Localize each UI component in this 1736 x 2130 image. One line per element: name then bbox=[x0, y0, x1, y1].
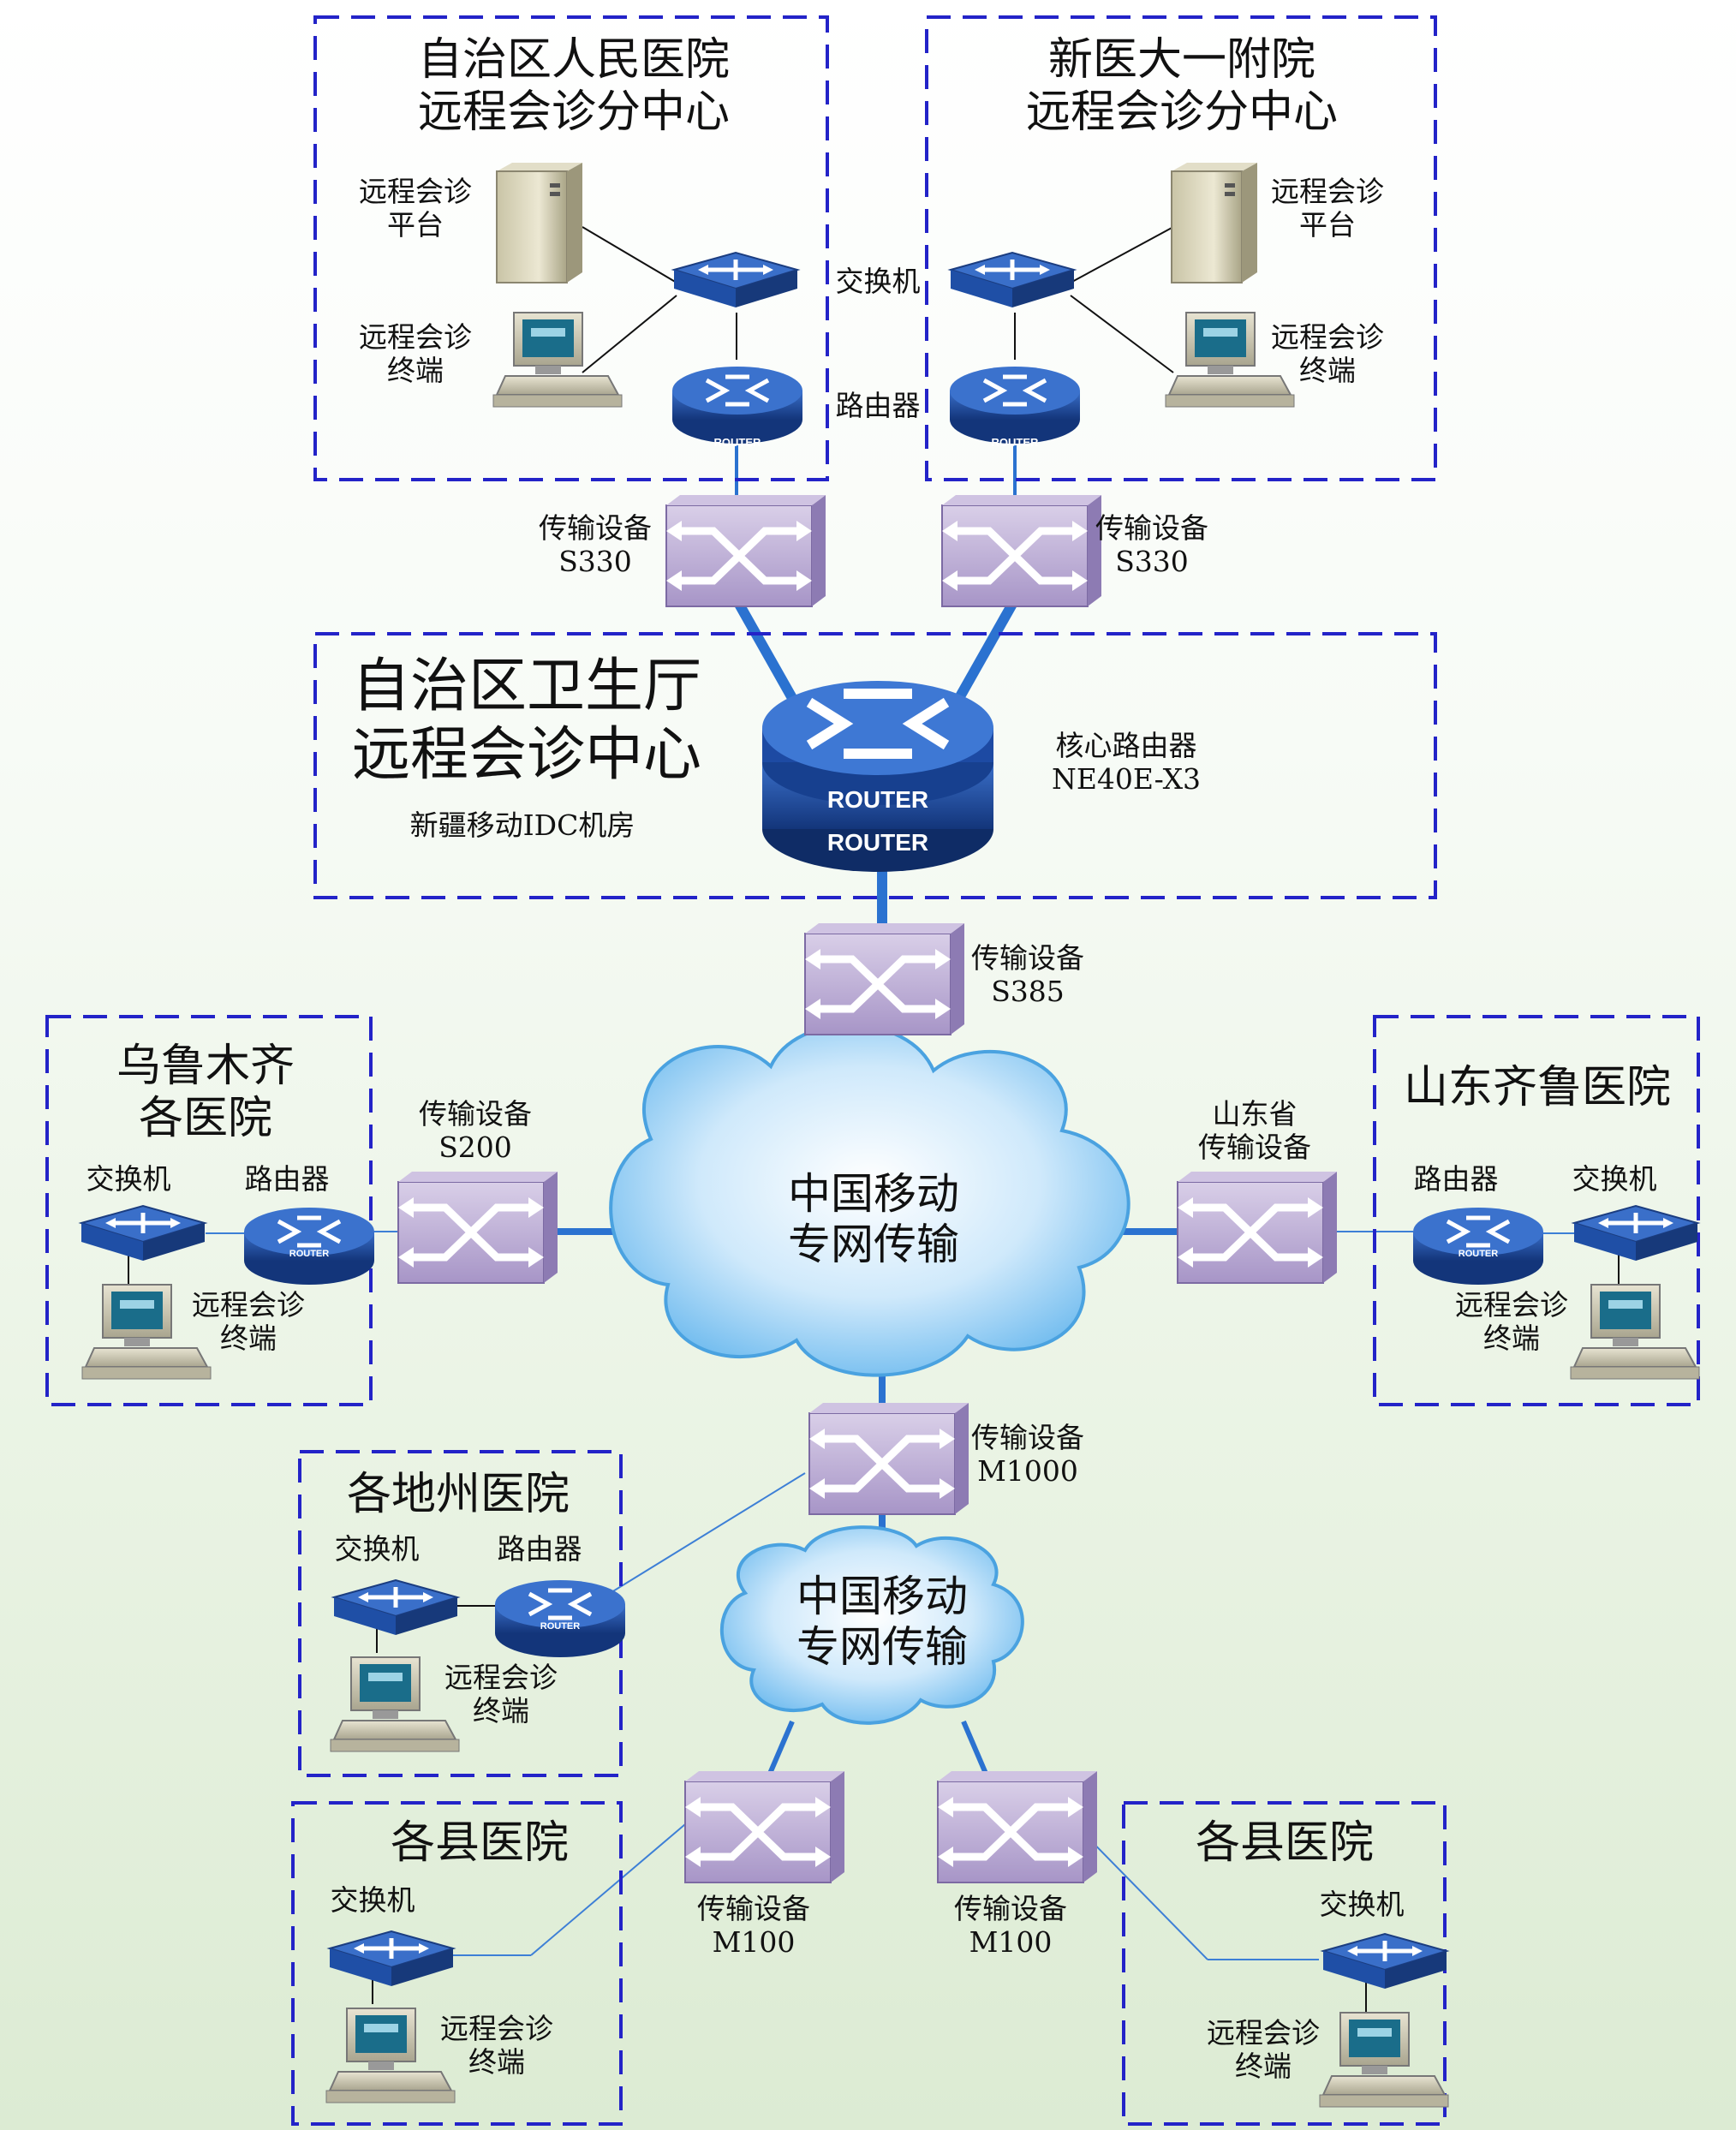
transport-icon bbox=[666, 495, 826, 606]
hub-location: 新疆移动IDC机房 bbox=[409, 808, 635, 842]
core-router-label-1: ROUTER bbox=[827, 786, 928, 813]
box-county-left bbox=[291, 1801, 623, 2126]
transport-icon bbox=[685, 1771, 844, 1882]
county-left-switch-label: 交换机 bbox=[330, 1883, 415, 1917]
transport-icon bbox=[809, 1403, 969, 1514]
prefecture-router-label: 路由器 bbox=[497, 1532, 582, 1566]
cloud-lower bbox=[719, 1525, 1024, 1725]
switch-icon bbox=[81, 1206, 205, 1261]
county-right-title: 各县医院 bbox=[1195, 1817, 1374, 1869]
urumqi-transport-label: 传输设备 S200 bbox=[419, 1097, 532, 1164]
box-hub bbox=[313, 632, 1437, 899]
router-icon bbox=[1413, 1208, 1543, 1285]
shandong-router-label: 路由器 bbox=[1413, 1162, 1499, 1196]
box-center-a bbox=[313, 15, 829, 481]
county-right-transport-label: 传输设备 M100 bbox=[954, 1892, 1067, 1959]
box-center-b bbox=[925, 15, 1437, 481]
router-label: ROUTER bbox=[540, 1621, 581, 1632]
shandong-transport-label: 山东省 传输设备 bbox=[1198, 1097, 1311, 1164]
urumqi-terminal-label: 远程会诊 终端 bbox=[192, 1288, 305, 1355]
router-label: ROUTER bbox=[289, 1249, 330, 1259]
router-icon bbox=[495, 1580, 625, 1657]
switch-icon bbox=[1323, 1934, 1447, 1989]
county-left-title: 各县医院 bbox=[390, 1817, 569, 1869]
center-a-terminal-label: 远程会诊 终端 bbox=[359, 320, 472, 387]
transport-icon bbox=[938, 1771, 1097, 1882]
switch-icon bbox=[951, 253, 1074, 307]
switch-icon bbox=[1574, 1206, 1697, 1261]
router-label: ROUTER bbox=[1459, 1249, 1499, 1259]
switch-label: 交换机 bbox=[835, 265, 921, 298]
prefecture-title: 各地州医院 bbox=[346, 1469, 570, 1520]
hub-transport-label: 传输设备 S385 bbox=[971, 941, 1084, 1008]
prefecture-switch-label: 交换机 bbox=[334, 1532, 420, 1566]
core-router-label-2: ROUTER bbox=[827, 829, 928, 856]
router-icon bbox=[244, 1208, 374, 1285]
urumqi-title: 乌鲁木齐 各医院 bbox=[116, 1041, 295, 1145]
router-label: ROUTER bbox=[714, 436, 762, 449]
county-right-switch-label: 交换机 bbox=[1319, 1888, 1405, 1921]
transport-icon bbox=[805, 923, 964, 1035]
core-router-icon: ROUTER ROUTER bbox=[762, 681, 993, 872]
box-urumqi bbox=[45, 1015, 373, 1406]
switch-icon bbox=[330, 1931, 453, 1986]
transport-icon bbox=[398, 1172, 558, 1283]
shandong-title: 山东齐鲁医院 bbox=[1403, 1062, 1671, 1113]
switch-icon bbox=[674, 253, 797, 307]
computer-icon bbox=[1570, 1284, 1700, 1380]
urumqi-switch-label: 交换机 bbox=[86, 1162, 171, 1196]
prefecture-transport-label: 传输设备 M1000 bbox=[971, 1421, 1084, 1488]
center-b-terminal-label: 远程会诊 终端 bbox=[1271, 320, 1384, 387]
server-icon bbox=[1171, 162, 1258, 283]
center-a-title: 自治区人民医院 远程会诊分中心 bbox=[417, 34, 730, 139]
center-a-platform-label: 远程会诊 平台 bbox=[359, 175, 472, 242]
shandong-switch-label: 交换机 bbox=[1572, 1162, 1657, 1196]
router-icon bbox=[672, 367, 802, 444]
center-b-platform-label: 远程会诊 平台 bbox=[1271, 175, 1384, 242]
router-icon bbox=[950, 367, 1080, 444]
switch-icon bbox=[334, 1580, 457, 1635]
transport-icon bbox=[942, 495, 1101, 606]
county-left-terminal-label: 远程会诊 终端 bbox=[440, 2012, 553, 2079]
hub-title: 自治区卫生厅 远程会诊中心 bbox=[351, 653, 701, 790]
cloud-main-label: 中国移动 专网传输 bbox=[788, 1169, 959, 1269]
group-boxes bbox=[45, 15, 1700, 2126]
transport-icon bbox=[1178, 1172, 1337, 1283]
cloud-lower-label: 中国移动 专网传输 bbox=[796, 1572, 968, 1672]
county-left-transport-label: 传输设备 M100 bbox=[697, 1892, 810, 1959]
server-icon bbox=[496, 162, 583, 283]
center-a-transport-label: 传输设备 S330 bbox=[539, 511, 652, 578]
box-shandong bbox=[1373, 1015, 1700, 1406]
core-router-caption: 核心路由器 NE40E-X3 bbox=[1051, 729, 1202, 796]
router-label: ROUTER bbox=[992, 436, 1040, 449]
urumqi-router-label: 路由器 bbox=[244, 1162, 330, 1196]
computer-icon bbox=[492, 312, 623, 408]
router-label-text: 路由器 bbox=[835, 389, 921, 422]
prefecture-terminal-label: 远程会诊 终端 bbox=[444, 1661, 558, 1727]
center-b-title: 新医大一附院 远程会诊分中心 bbox=[1025, 34, 1338, 139]
county-right-terminal-label: 远程会诊 终端 bbox=[1207, 2016, 1320, 2083]
center-b-transport-label: 传输设备 S330 bbox=[1095, 511, 1208, 578]
shandong-terminal-label: 远程会诊 终端 bbox=[1455, 1288, 1568, 1355]
